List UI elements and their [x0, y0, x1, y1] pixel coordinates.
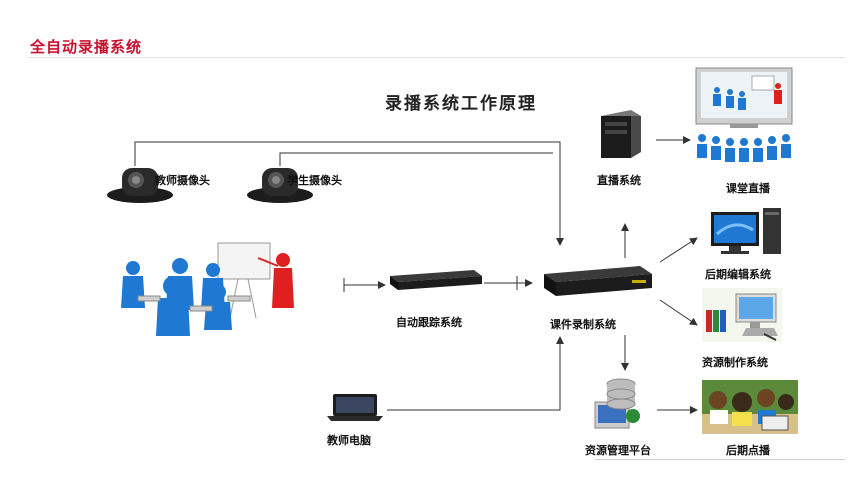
footer-divider: [595, 459, 845, 460]
desktop-pc-icon: [711, 208, 781, 254]
post-editing-label: 后期编辑系统: [705, 268, 771, 281]
post-editing-node: 后期编辑系统: [705, 204, 795, 284]
recorder-device-icon: [544, 266, 652, 296]
students-photo-image: [702, 380, 798, 434]
classroom-live-label: 课堂直播: [726, 182, 770, 195]
resource-mgmt-node: 资源管理平台: [585, 376, 675, 457]
teacher-camera-node: 教师摄像头: [105, 160, 235, 205]
classroom-scene-icon: [121, 242, 294, 336]
teacher-camera-label: 教师摄像头: [155, 174, 210, 187]
ptz-camera-icon: [247, 168, 313, 203]
page-title: 全自动录播系统: [30, 38, 143, 56]
server-tower-icon: [601, 110, 641, 158]
live-system-node: 直播系统: [595, 108, 665, 188]
student-camera-node: 学生摄像头: [245, 160, 375, 205]
classroom-live-node: 课堂直播: [692, 66, 802, 196]
teacher-pc-node: 教师电脑: [325, 392, 395, 452]
resource-production-icon: [702, 288, 782, 342]
recording-node: 课件录制系统: [540, 262, 660, 332]
resource-production-node: 资源制作系统: [702, 288, 802, 370]
live-system-label: 直播系统: [597, 174, 641, 187]
classroom-broadcast-icon: [695, 67, 793, 162]
header-divider: [28, 57, 845, 58]
post-vod-node: 后期点播: [702, 380, 802, 460]
laptop-icon: [327, 394, 383, 421]
diagram-title: 录播系统工作原理: [385, 94, 537, 114]
resource-production-label: 资源制作系统: [702, 356, 768, 369]
recording-label: 课件录制系统: [550, 318, 616, 331]
auto-tracking-label: 自动跟踪系统: [396, 316, 462, 329]
ptz-camera-icon: [107, 168, 173, 203]
auto-tracking-node: 自动跟踪系统: [388, 268, 488, 329]
post-vod-label: 后期点播: [726, 444, 770, 457]
database-server-icon: [594, 378, 640, 429]
rack-server-icon: [390, 270, 482, 290]
teacher-pc-label: 教师电脑: [327, 434, 371, 447]
student-camera-label: 学生摄像头: [287, 174, 342, 187]
resource-mgmt-label: 资源管理平台: [585, 444, 651, 457]
